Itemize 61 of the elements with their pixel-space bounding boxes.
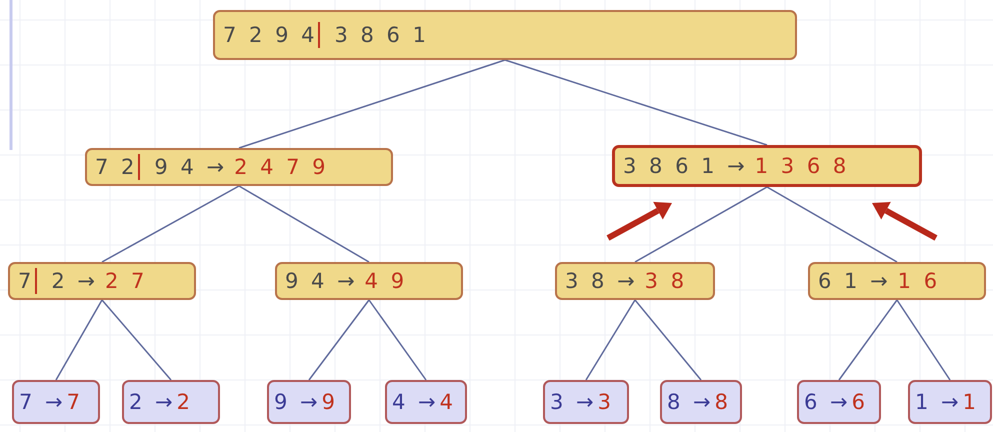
number-list: 8 → [667, 390, 711, 414]
tree-edge [368, 300, 427, 380]
leaf-node [385, 380, 467, 424]
tree-edge [504, 59, 768, 146]
leaf-node [660, 380, 742, 424]
number-list: 7 [18, 269, 32, 293]
number-list: 3 → [550, 390, 594, 414]
merge-node [555, 262, 715, 300]
merge-node [275, 262, 463, 300]
merge-node [85, 148, 393, 186]
sorted-output: 2 [176, 390, 190, 414]
sorted-output: 1 3 6 8 [754, 154, 846, 178]
sorted-output: 1 [962, 390, 976, 414]
number-list: 7 2 [95, 155, 134, 179]
tree-edge [101, 300, 172, 380]
number-list: 9 4 → [285, 269, 355, 293]
number-list: 4 → [392, 390, 436, 414]
tree-edge [585, 300, 636, 380]
sorted-output: 2 4 7 9 [234, 155, 326, 179]
leaf-node [12, 380, 100, 424]
tree-edge [634, 186, 768, 263]
number-list: 1 → [915, 390, 959, 414]
tree-edge [634, 300, 702, 380]
merge-node [8, 262, 196, 300]
leaf-node [543, 380, 629, 424]
number-list: 7 2 9 4 [223, 23, 314, 47]
number-list: 9 → [274, 390, 318, 414]
sorted-output: 7 [66, 390, 80, 414]
sorted-output: 6 [852, 390, 866, 414]
number-list: 6 1 → [818, 269, 888, 293]
tree-edge [238, 59, 506, 149]
sorted-output: 4 9 [364, 269, 404, 293]
merge-node [808, 262, 986, 300]
tree-edge [308, 300, 370, 380]
leaf-node [797, 380, 881, 424]
tree-edge [238, 185, 370, 263]
tree-edge [838, 300, 898, 380]
number-list: 2 → [51, 269, 96, 293]
leaf-node [267, 380, 351, 424]
number-list: 3 8 6 1 → [623, 154, 745, 178]
sorted-output: 8 [714, 390, 728, 414]
number-list: 3 8 → [565, 269, 635, 293]
merge-node [213, 10, 797, 60]
number-list: 3 8 6 1 [334, 23, 426, 47]
sorted-output: 3 8 [644, 269, 684, 293]
sorted-output: 1 6 [898, 269, 938, 293]
sorted-output: 9 [322, 390, 336, 414]
tree-edge [102, 185, 240, 263]
leaf-node [908, 380, 992, 424]
number-list: 9 4 → [154, 155, 224, 179]
sorted-output: 4 [440, 390, 454, 414]
merge-node [612, 145, 922, 187]
sorted-output: 3 [598, 390, 612, 414]
number-list: 2 → [129, 390, 173, 414]
tree-edge [766, 186, 898, 263]
number-list: 6 → [804, 390, 848, 414]
sorted-output: 2 7 [105, 269, 144, 293]
leaf-node [122, 380, 220, 424]
tree-edge [55, 300, 103, 380]
number-list: 7 → [19, 390, 63, 414]
tree-edge [896, 300, 951, 380]
